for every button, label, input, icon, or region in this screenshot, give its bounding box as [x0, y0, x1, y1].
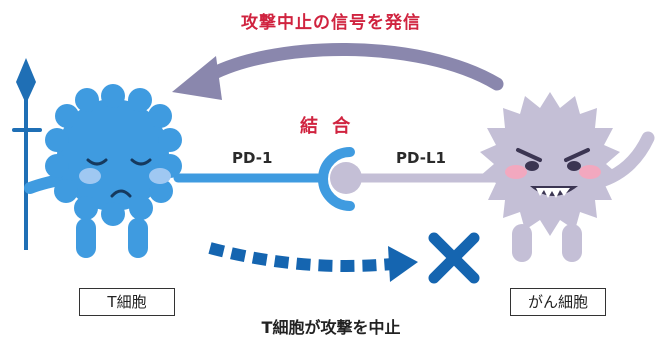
dashed-arrow-icon	[208, 242, 418, 282]
caption: T細胞が攻撃を中止	[261, 318, 401, 337]
cancer-cell-label: がん細胞	[510, 288, 606, 316]
signal-arrow-icon	[172, 43, 504, 100]
spear-icon	[12, 58, 42, 250]
binding-label: 結 合	[300, 116, 355, 137]
pd-l1-label: PD-L1	[396, 149, 446, 167]
t-cell-label: T細胞	[79, 288, 175, 316]
t-cell-icon	[24, 84, 182, 258]
signal-title: 攻撃中止の信号を発信	[241, 13, 421, 33]
cross-mark-icon	[428, 232, 480, 284]
pd-1-label: PD-1	[232, 149, 273, 167]
receptor-socket-icon	[173, 147, 355, 211]
cancer-cell-icon	[480, 92, 655, 262]
